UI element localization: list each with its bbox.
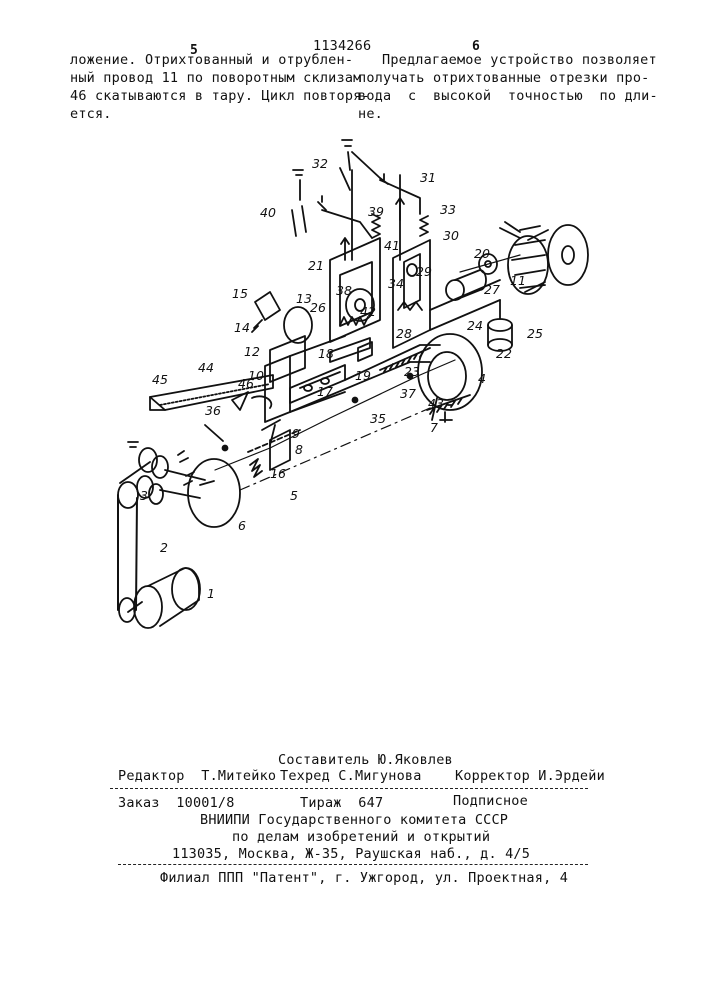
circulation: Тираж 647 [300, 795, 383, 812]
label-18: 18 [318, 346, 334, 361]
label-17: 17 [317, 384, 333, 399]
compiler: Составитель Ю.Яковлев [278, 752, 453, 769]
label-27: 27 [484, 282, 500, 297]
label-26: 26 [310, 300, 326, 315]
label-45: 45 [152, 372, 168, 387]
label-29: 29 [416, 264, 432, 279]
label-36: 36 [205, 403, 221, 418]
label-9: 9 [292, 426, 300, 441]
label-44: 44 [198, 360, 214, 375]
label-39: 39 [368, 204, 384, 219]
label-3: 3 [140, 488, 148, 503]
label-11: 11 [510, 273, 526, 288]
org-line-3: 113035, Москва, Ж-35, Раушская наб., д. … [172, 846, 530, 863]
divider-1 [110, 788, 588, 789]
label-24: 24 [467, 318, 483, 333]
branch: Филиал ППП "Патент", г. Ужгород, ул. Про… [160, 870, 568, 887]
label-19: 19 [355, 368, 371, 383]
label-23: 23 [404, 364, 420, 379]
label-6: 6 [238, 518, 246, 533]
label-8: 8 [295, 442, 303, 457]
label-1: 1 [207, 586, 215, 601]
motor [134, 568, 200, 628]
editor: Редактор Т.Митейко [118, 768, 276, 785]
label-22: 22 [496, 346, 512, 361]
label-46: 46 [238, 376, 254, 391]
label-12: 12 [244, 344, 260, 359]
label-40: 40 [260, 205, 276, 220]
label-32: 32 [312, 156, 328, 171]
label-16: 16 [270, 466, 286, 481]
callout-labels: 1 2 3 4 5 6 7 8 9 10 11 12 13 14 15 16 1… [140, 156, 543, 601]
disk [188, 459, 240, 527]
corrector: Корректор И.Эрдейи [455, 768, 605, 785]
subscription: Подписное [453, 793, 528, 810]
label-2: 2 [160, 540, 168, 555]
label-30: 30 [443, 228, 459, 243]
label-5: 5 [290, 488, 298, 503]
label-21: 21 [308, 258, 324, 273]
divider-2 [118, 864, 588, 865]
label-35: 35 [370, 411, 386, 426]
org-line-1: ВНИИПИ Государственного комитета СССР [200, 812, 508, 829]
label-38: 38 [336, 283, 352, 298]
lever-39 [322, 210, 372, 238]
org-line-2: по делам изобретений и открытий [232, 829, 490, 846]
label-28: 28 [396, 326, 412, 341]
label-20: 20 [474, 246, 490, 261]
label-41: 41 [384, 238, 400, 253]
label-15: 15 [232, 286, 248, 301]
label-4: 4 [478, 371, 486, 386]
label-31: 31 [420, 170, 436, 185]
belt [118, 462, 150, 622]
label-42: 42 [360, 304, 376, 319]
techred: Техред С.Мигунова [280, 768, 422, 785]
label-43: 43 [428, 396, 444, 411]
label-14: 14 [234, 320, 250, 335]
label-34: 34 [388, 276, 404, 291]
label-7: 7 [430, 420, 438, 435]
order: Заказ 10001/8 [118, 795, 235, 812]
label-33: 33 [440, 202, 456, 217]
label-25: 25 [527, 326, 543, 341]
label-37: 37 [400, 386, 416, 401]
